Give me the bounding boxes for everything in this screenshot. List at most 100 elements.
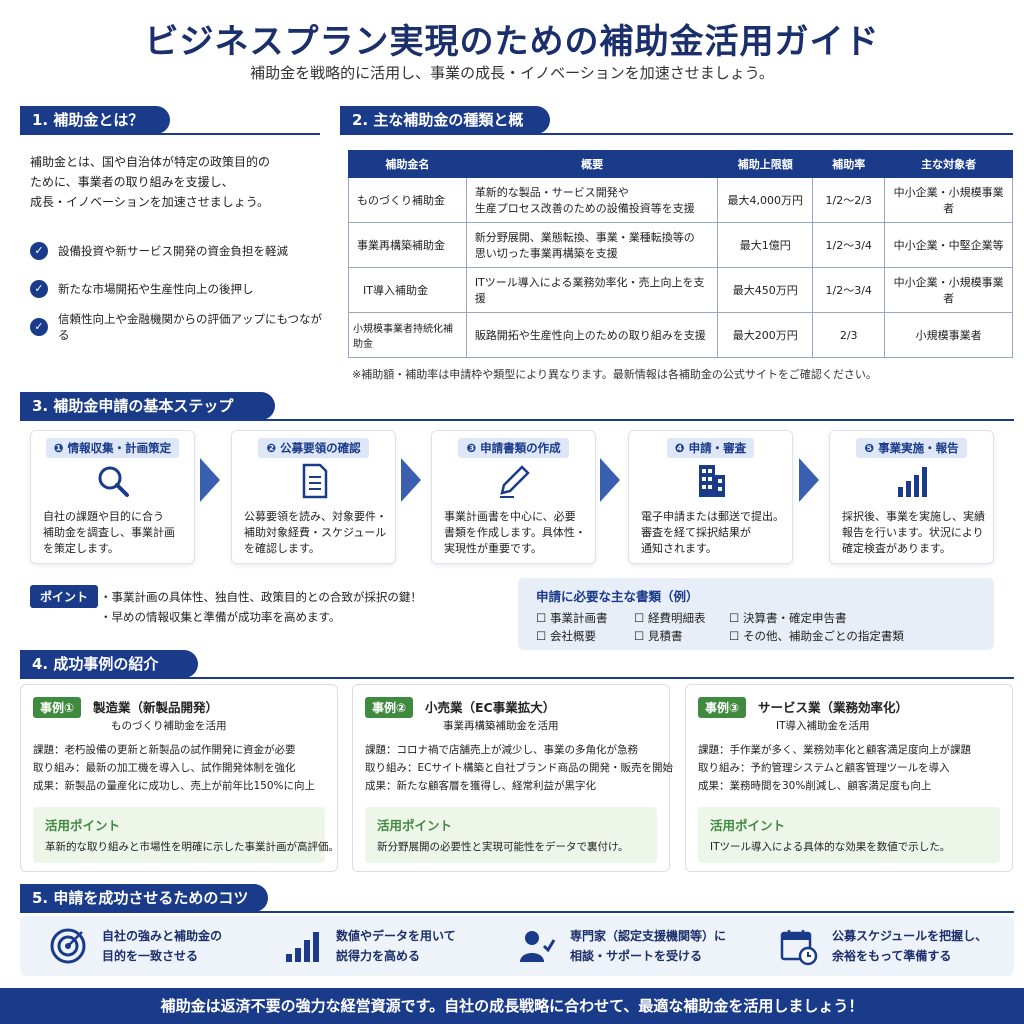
subsidy-target: 中小企業・中堅企業等 [884, 222, 1013, 268]
case-name: サービス業（業務効率化） [758, 700, 909, 715]
document-icon [232, 461, 395, 501]
step-title-wrap: ❶ 情報収集・計画策定 [31, 437, 194, 458]
step-line: 書類を作成します。具体性・ [444, 526, 586, 539]
step-text: 自社の課題や目的に合う補助金を調査し、事業計画を策定します。 [43, 509, 186, 557]
desc-line: 補助金とは、国や自治体が特定の政策目的の [30, 155, 271, 169]
section4-underline [20, 677, 1014, 679]
case-line: 取り組み：予約管理システムと顧客管理ツールを導入 [698, 762, 950, 774]
step-text: 事業計画書を中心に、必要書類を作成します。具体性・実現性が重要です。 [444, 509, 587, 557]
step-title: ❹ 申請・審査 [666, 438, 755, 458]
subsidy-target: 中小企業・小規模事業者 [884, 177, 1013, 223]
table-row: ものづくり補助金 革新的な製品・サービス開発や生産プロセス改善のための設備投資等… [348, 177, 1013, 223]
step-text: 電子申請または郵送で提出。審査を経て採択結果が通知されます。 [641, 509, 784, 557]
summary-line: 販路開拓や生産性向上のための取り組みを支援 [474, 329, 706, 342]
calendar-icon [778, 926, 818, 966]
check-icon: ✓ [30, 280, 48, 298]
docs-grid: ☐ 事業計画書 ☐ 経費明細表 ☐ 決算書・確定申告書 ☐ 会社概要 ☐ 見積書… [536, 610, 904, 646]
case-subsidy: IT導入補助金を活用 [776, 720, 870, 732]
chevron-right-icon [799, 458, 819, 502]
case-subsidy: ものづくり補助金を活用 [111, 720, 227, 732]
case-subsidy: 事業再構築補助金を活用 [443, 720, 559, 732]
column-header: 補助上限額 [717, 150, 814, 178]
section4-heading: 4. 成功事例の紹介 [20, 650, 198, 678]
subsidy-rate: 1/2〜2/3 [812, 177, 886, 223]
subsidy-summary: 革新的な製品・サービス開発や生産プロセス改善のための設備投資等を支援 [465, 177, 719, 223]
subsidy-rate: 1/2〜3/4 [812, 222, 886, 268]
subsidy-limit: 最大1億円 [717, 222, 814, 268]
case-card-3: 事例③ サービス業（業務効率化） IT導入補助金を活用 課題：手作業が多く、業務… [685, 684, 1013, 872]
step-line: を確認します。 [244, 542, 320, 555]
step-title-wrap: ❺ 事業実施・報告 [830, 437, 993, 458]
summary-line: ITツール導入による業務効率化・売上向上を支援 [474, 276, 705, 305]
magnifier-icon [31, 461, 194, 501]
section3-underline [20, 419, 1014, 421]
point-badge: ポイント [30, 585, 99, 608]
case-point-box: 活用ポイント 革新的な取り組みと市場性を明確に示した事業計画が高評価。 [33, 807, 339, 863]
step-card-2: ❷ 公募要領の確認 公募要領を読み、対象要件・補助対象経費・スケジュールを確認し… [231, 430, 396, 564]
case-line: 課題：コロナ禍で店舗売上が減少し、事業の多角化が急務 [365, 744, 638, 756]
step-card-1: ❶ 情報収集・計画策定 自社の課題や目的に合う補助金を調査し、事業計画を策定しま… [30, 430, 195, 564]
summary-line: 生産プロセス改善のための設備投資等を支援 [474, 202, 695, 215]
page-title: ビジネスプラン実現のための補助金活用ガイド [144, 22, 880, 62]
pencil-icon [432, 461, 595, 501]
case-badge: 事例② [365, 697, 414, 718]
case-details: 課題：手作業が多く、業務効率化と顧客満足度向上が課題 取り組み：予約管理システム… [698, 741, 971, 795]
step-title: ❸ 申請書類の作成 [458, 438, 569, 458]
tip-line: 専門家（認定支援機関等）に [570, 929, 727, 943]
column-header: 補助率 [812, 150, 886, 178]
step-text: 採択後、事業を実施し、実績報告を行います。状況により確定検査があります。 [842, 509, 985, 557]
case-line: 成果：新製品の量産化に成功し、売上が前年比150%に向上 [33, 780, 316, 792]
subsidy-limit: 最大450万円 [717, 267, 814, 313]
target-icon [48, 926, 88, 966]
step-title-wrap: ❹ 申請・審査 [629, 437, 792, 458]
section1-underline [20, 133, 320, 135]
bar-chart-icon [830, 461, 993, 501]
case-line: 成果：新たな顧客層を獲得し、経常利益が黒字化 [365, 780, 596, 792]
doc-item: ☐ 事業計画書 [536, 611, 608, 625]
list-item: ✓ 新たな市場開拓や生産性向上の後押し [30, 270, 330, 308]
subsidy-target: 中小企業・小規模事業者 [884, 267, 1013, 313]
benefit-text: 設備投資や新サービス開発の資金負担を軽減 [58, 244, 288, 258]
subsidy-summary: ITツール導入による業務効率化・売上向上を支援 [465, 267, 719, 313]
doc-item: ☐ 決算書・確定申告書 [729, 611, 847, 625]
tip-text: 公募スケジュールを把握し、余裕をもって準備する [832, 926, 987, 966]
subsidy-rate: 1/2〜3/4 [812, 267, 886, 313]
case-point-box: 活用ポイント 新分野展開の必要性と実現可能性をデータで裏付け。 [365, 807, 657, 863]
case-details: 課題：老朽設備の更新と新製品の試作開発に資金が必要 取り組み：最新の加工機を導入… [33, 741, 315, 795]
case-line: 成果：業務時間を30%削減し、顧客満足度も向上 [698, 780, 932, 792]
step-line: 報告を行います。状況により [842, 526, 984, 539]
table-row: IT導入補助金 ITツール導入による業務効率化・売上向上を支援 最大450万円 … [348, 267, 1013, 313]
desc-line: ために、事業者の取り組みを支援し、 [30, 175, 234, 189]
table-note: ※補助額・補助率は申請枠や類型により異なります。最新情報は各補助金の公式サイトを… [352, 368, 877, 381]
benefit-text: 新たな市場開拓や生産性向上の後押し [58, 282, 254, 296]
case-point-text: 新分野展開の必要性と実現可能性をデータで裏付け。 [377, 841, 629, 853]
chevron-right-icon [600, 458, 620, 502]
step-card-4: ❹ 申請・審査 電子申請または郵送で提出。審査を経て採択結果が通知されます。 [628, 430, 793, 564]
section3-heading: 3. 補助金申請の基本ステップ [20, 392, 275, 420]
tip-line: 相談・サポートを受ける [570, 949, 703, 963]
section2-heading: 2. 主な補助金の種類と概要 [340, 106, 550, 157]
tip-text: 自社の強みと補助金の目的を一致させる [102, 926, 222, 966]
doc-item: ☐ 経費明細表 [634, 611, 706, 625]
subsidy-limit: 最大200万円 [717, 312, 814, 358]
footer-banner: 補助金は返済不要の強力な経営資源です。自社の成長戦略に合わせて、最適な補助金を活… [0, 988, 1024, 1024]
subsidy-name: IT導入補助金 [348, 267, 467, 313]
step-line: 電子申請または郵送で提出。 [641, 510, 784, 523]
tip-item: 自社の強みと補助金の目的を一致させる [48, 924, 222, 968]
step-title-wrap: ❷ 公募要領の確認 [232, 437, 395, 458]
list-item: ✓ 設備投資や新サービス開発の資金負担を軽減 [30, 232, 330, 270]
step-line: 補助金を調査し、事業計画 [43, 526, 175, 539]
table-row: 事業再構築補助金 新分野展開、業態転換、事業・業種転換等の思い切った事業再構築を… [348, 222, 1013, 268]
column-header: 主な対象者 [884, 150, 1013, 178]
step-title: ❶ 情報収集・計画策定 [45, 438, 180, 458]
consultant-icon [516, 926, 556, 966]
case-point-title: 活用ポイント [377, 818, 453, 833]
benefit-text: 信頼性向上や金融機関からの評価アップにもつながる [58, 312, 323, 342]
step-card-3: ❸ 申請書類の作成 事業計画書を中心に、必要書類を作成します。具体性・実現性が重… [431, 430, 596, 564]
case-line: 課題：老朽設備の更新と新製品の試作開発に資金が必要 [33, 744, 296, 756]
step-line: を策定します。 [43, 542, 119, 555]
tip-item: 公募スケジュールを把握し、余裕をもって準備する [778, 924, 987, 968]
case-point-text: ITツール導入による具体的な効果を数値で示した。 [710, 841, 951, 853]
step-line: 補助対象経費・スケジュール [244, 526, 387, 539]
case-name: 製造業（新製品開発） [93, 700, 219, 715]
